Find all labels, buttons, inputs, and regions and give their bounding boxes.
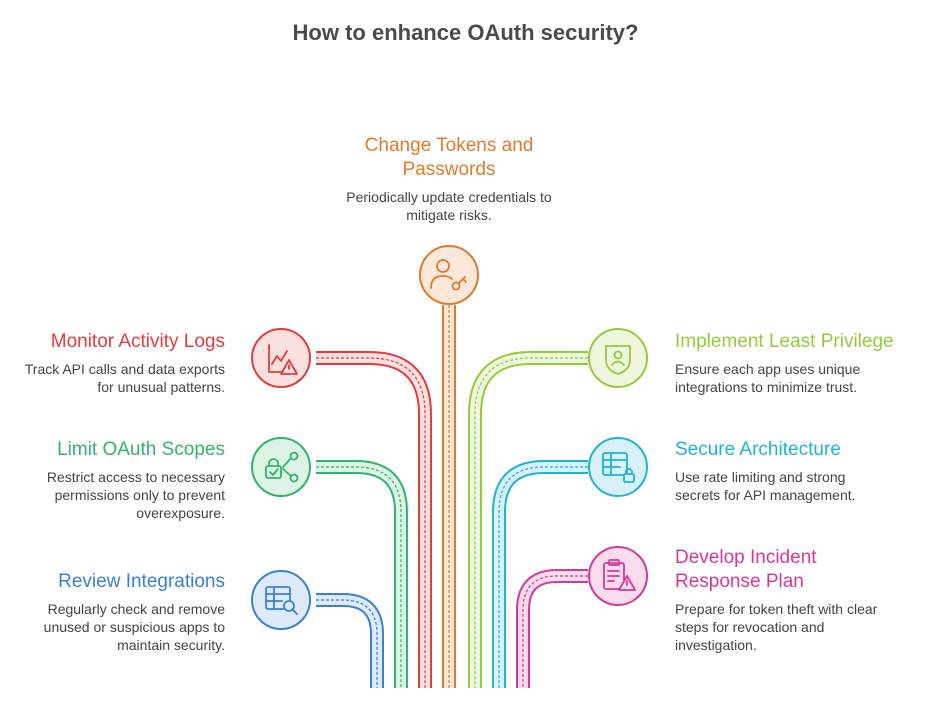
monitor-logs-desc-line1: Track API calls and data exports	[24, 361, 225, 377]
label-incident-plan: Develop Incident Response Plan Prepare f…	[675, 546, 925, 654]
branch-limit-oauth-scopes	[316, 460, 408, 688]
secure-architecture-desc-line1: Use rate limiting and strong	[675, 469, 846, 485]
review-integrations-desc-line2: unused or suspicious apps to	[43, 619, 225, 635]
limit-scopes-desc-line2: permissions only to prevent	[54, 487, 225, 503]
label-least-privilege: Implement Least Privilege Ensure each ap…	[675, 330, 925, 396]
branch-monitor-activity-logs	[316, 351, 432, 688]
change-tokens-title-line2: Passwords	[402, 159, 496, 180]
branch-review-integrations	[316, 593, 384, 688]
review-integrations-desc-line3: maintain security.	[117, 637, 225, 653]
chart-alert-icon	[251, 328, 311, 388]
table-search-icon	[251, 570, 311, 630]
limit-scopes-desc-line1: Restrict access to necessary	[46, 469, 225, 485]
label-change-tokens: Change Tokens and Passwords Periodically…	[318, 134, 580, 224]
label-secure-architecture: Secure Architecture Use rate limiting an…	[675, 438, 925, 504]
incident-plan-title-line1: Develop Incident	[675, 547, 817, 568]
secure-architecture-title: Secure Architecture	[675, 439, 841, 460]
incident-plan-desc-line2: steps for revocation and	[675, 619, 825, 635]
branch-least-privilege	[468, 351, 588, 688]
branch-secure-architecture	[492, 460, 588, 688]
monitor-logs-desc-line2: for unusual patterns.	[97, 379, 225, 395]
branch-incident-plan	[516, 569, 588, 688]
label-limit-scopes: Limit OAuth Scopes Restrict access to ne…	[0, 438, 225, 522]
review-integrations-desc-line1: Regularly check and remove	[47, 601, 225, 617]
shield-user-icon	[588, 328, 648, 388]
limit-scopes-title: Limit OAuth Scopes	[57, 439, 225, 460]
incident-plan-desc-line3: investigation.	[675, 637, 757, 653]
clipboard-alert-icon	[588, 546, 648, 606]
change-tokens-desc-line2: mitigate risks.	[406, 207, 492, 223]
review-integrations-title: Review Integrations	[58, 571, 225, 592]
incident-plan-title-line2: Response Plan	[675, 571, 804, 592]
label-monitor-logs: Monitor Activity Logs Track API calls an…	[0, 330, 225, 396]
least-privilege-title: Implement Least Privilege	[675, 331, 894, 352]
lock-share-icon	[251, 437, 311, 497]
least-privilege-desc-line1: Ensure each app uses unique	[675, 361, 861, 377]
limit-scopes-desc-line3: overexposure.	[136, 505, 225, 521]
page-title: How to enhance OAuth security?	[292, 20, 639, 45]
monitor-logs-title: Monitor Activity Logs	[50, 331, 225, 352]
least-privilege-desc-line2: integrations to minimize trust.	[675, 379, 858, 395]
incident-plan-desc-line1: Prepare for token theft with clear	[675, 601, 878, 617]
change-tokens-desc-line1: Periodically update credentials to	[346, 189, 552, 205]
secure-architecture-desc-line2: secrets for API management.	[675, 487, 856, 503]
label-review-integrations: Review Integrations Regularly check and …	[0, 570, 225, 654]
change-tokens-title-line1: Change Tokens and	[364, 135, 534, 156]
user-key-icon	[419, 245, 479, 305]
table-lock-icon	[588, 437, 648, 497]
